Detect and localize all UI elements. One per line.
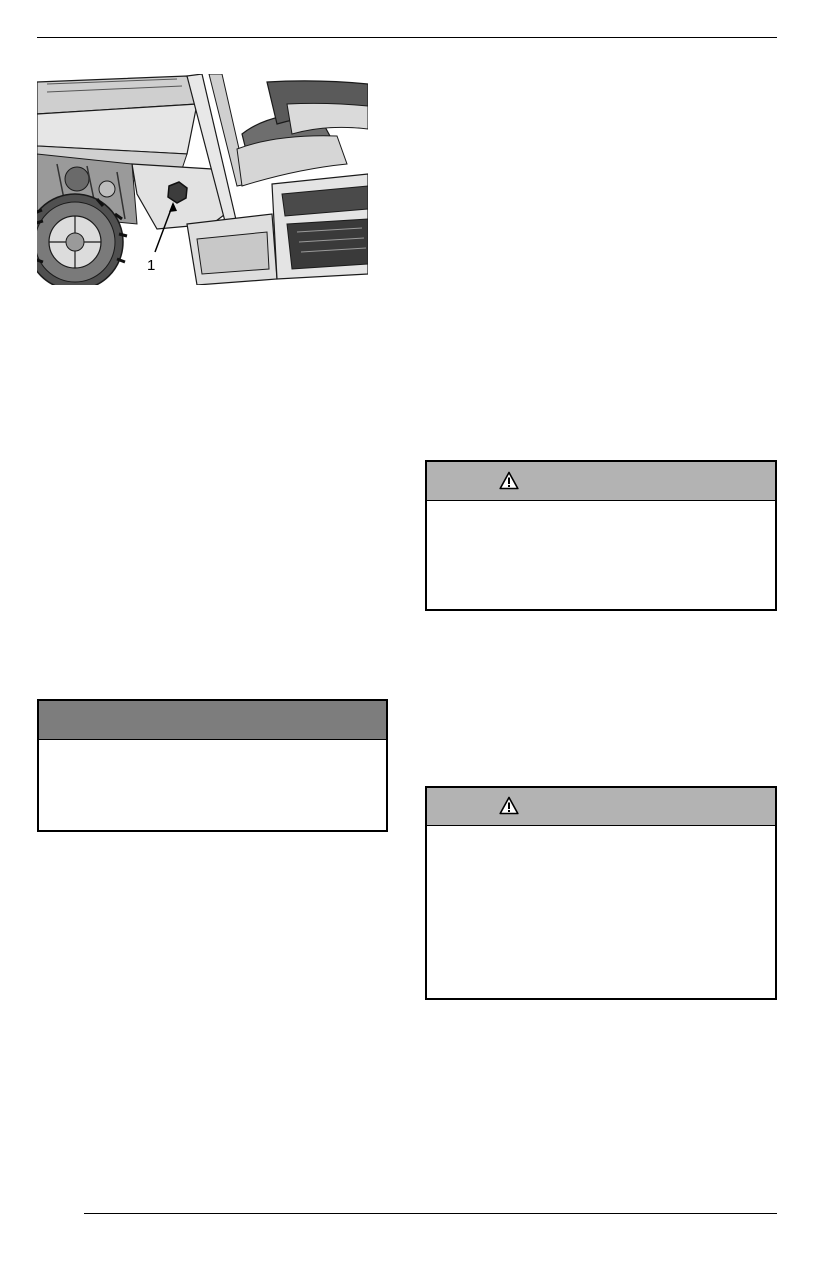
warning-triangle-icon xyxy=(499,471,519,495)
vehicle-illustration: 1 xyxy=(37,74,368,285)
warning-header xyxy=(427,462,775,501)
warning-box xyxy=(425,786,777,1000)
warning-triangle-icon xyxy=(499,796,519,820)
warning-box xyxy=(425,460,777,611)
footer-rule xyxy=(84,1213,777,1214)
warning-header xyxy=(427,788,775,826)
vehicle-drawing xyxy=(37,74,368,285)
notice-header xyxy=(39,701,386,740)
fuel-cap-shape xyxy=(167,181,188,204)
header-rule xyxy=(37,37,777,38)
notice-box xyxy=(37,699,388,832)
callout-number: 1 xyxy=(147,257,156,274)
